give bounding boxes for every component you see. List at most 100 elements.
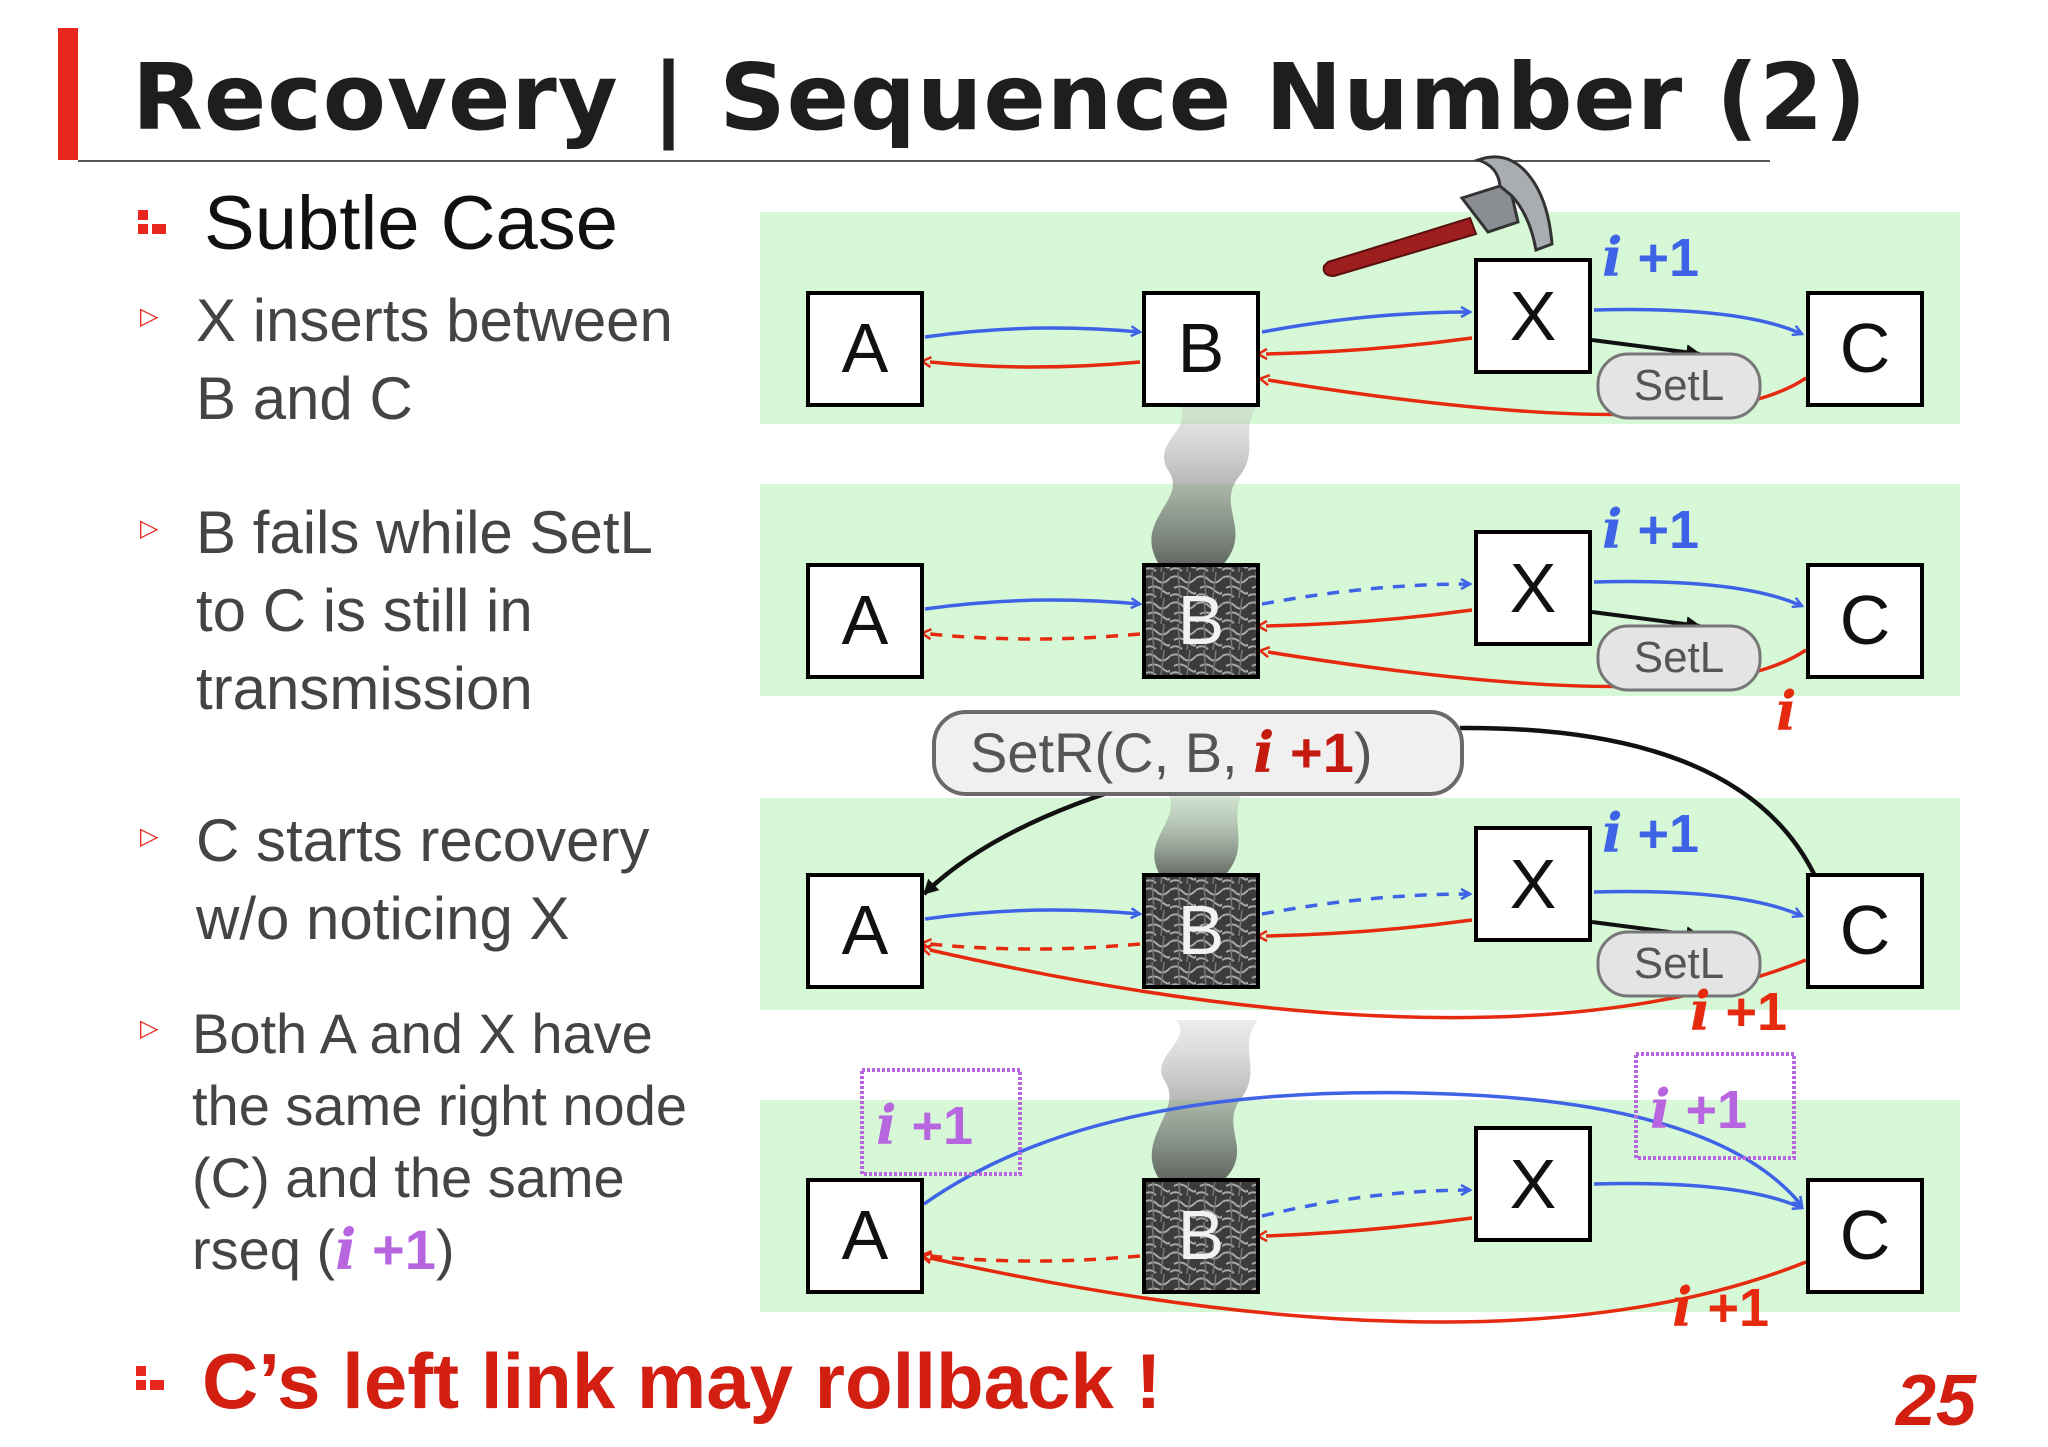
node-a-label: A bbox=[842, 1196, 889, 1274]
setl-label: SetL bbox=[1634, 633, 1725, 682]
bullet-1-line-2: B and C bbox=[196, 365, 413, 432]
link-b-a bbox=[930, 362, 1141, 369]
bullet-4-line-3: (C) and the same bbox=[192, 1146, 625, 1209]
seq-box-a bbox=[860, 1068, 1022, 1176]
seq-label-blue: i +1 bbox=[1602, 225, 1699, 289]
smoke-plume-3 bbox=[1151, 1020, 1258, 1180]
title-divider bbox=[78, 160, 1770, 162]
link-x-b bbox=[1266, 918, 1473, 936]
node-a bbox=[806, 873, 924, 989]
node-x-label: X bbox=[1510, 277, 1557, 355]
setr-pill bbox=[932, 710, 1464, 796]
panel-2-nodes: A B X C SetL i +1 i bbox=[806, 497, 1924, 743]
link-b-x-broken bbox=[1261, 894, 1470, 916]
link-x-b bbox=[1266, 336, 1473, 354]
node-a-label: A bbox=[842, 581, 889, 659]
setr-message-arrow bbox=[1459, 725, 1817, 876]
node-a-label: A bbox=[842, 309, 889, 387]
bullet-2-line-1: B fails while SetL bbox=[196, 499, 653, 566]
triangle-bullet-icon: ▷ bbox=[140, 1015, 159, 1042]
bullet-4-line-4: rseq (i +1) bbox=[192, 1214, 687, 1286]
node-x-label: X bbox=[1510, 845, 1557, 923]
node-c bbox=[1806, 563, 1924, 679]
link-a-b bbox=[924, 600, 1140, 611]
link-x-c bbox=[1593, 889, 1802, 917]
bullet-3-line-2: w/o noticing X bbox=[196, 885, 570, 952]
setl-label: SetL bbox=[1634, 939, 1725, 988]
seq-label-red: i +1 bbox=[1690, 979, 1787, 1043]
seq-box-x bbox=[1634, 1052, 1796, 1160]
link-x-c bbox=[1593, 579, 1802, 607]
bullet-2-line-3: transmission bbox=[196, 655, 533, 722]
node-c-label: C bbox=[1840, 309, 1891, 387]
panel-4-links bbox=[922, 1090, 1807, 1324]
seq-label-blue: i +1 bbox=[1602, 497, 1699, 561]
node-c bbox=[1806, 291, 1924, 407]
node-c bbox=[1806, 873, 1924, 989]
link-b-a-broken bbox=[930, 634, 1141, 641]
square-bullet-icon bbox=[136, 1366, 166, 1396]
link-x-c bbox=[1593, 307, 1802, 335]
link-b-x bbox=[1261, 312, 1470, 334]
setl-pill bbox=[1596, 352, 1762, 420]
node-x bbox=[1474, 258, 1592, 374]
setl-label: SetL bbox=[1634, 361, 1725, 410]
rseq-prefix: rseq ( bbox=[192, 1218, 336, 1281]
node-b-label: B bbox=[1178, 1196, 1225, 1274]
node-a bbox=[806, 563, 924, 679]
setl-pill bbox=[1596, 624, 1762, 692]
seq-label-red: i bbox=[1776, 679, 1797, 743]
node-b-label: B bbox=[1178, 891, 1225, 969]
node-b-label: B bbox=[1178, 581, 1225, 659]
panel-3 bbox=[760, 798, 1960, 1010]
link-b-x-broken bbox=[1261, 584, 1470, 606]
panel-1-nodes: A B X C SetL i +1 bbox=[806, 225, 1924, 420]
link-x-c bbox=[1593, 1181, 1802, 1209]
bullet-3: C starts recovery w/o noticing X bbox=[196, 802, 649, 958]
node-x bbox=[1474, 530, 1592, 646]
setr-label: SetR(C, B, i +1) bbox=[970, 720, 1373, 786]
rseq-i: i bbox=[335, 1217, 357, 1283]
triangle-bullet-icon: ▷ bbox=[140, 515, 159, 542]
node-c-label: C bbox=[1840, 581, 1891, 659]
subhead: Subtle Case bbox=[204, 181, 619, 266]
link-x-b bbox=[1266, 608, 1473, 626]
link-x-b bbox=[1266, 1216, 1473, 1236]
seq-label-blue: i +1 bbox=[1602, 801, 1699, 865]
bullet-4-line-1: Both A and X have bbox=[192, 1002, 653, 1065]
square-bullet-icon bbox=[138, 210, 168, 240]
node-c bbox=[1806, 1178, 1924, 1294]
conclusion: C’s left link may rollback ! bbox=[202, 1337, 1162, 1425]
seq-label-purple-x: i +1 bbox=[1650, 1077, 1747, 1141]
smoke-plume-2 bbox=[1154, 790, 1244, 878]
link-a-c bbox=[922, 1090, 1802, 1206]
node-b-failed bbox=[1142, 563, 1260, 679]
panel-4-nodes: A B X C i +1 i +1 i +1 bbox=[806, 1052, 1924, 1339]
node-b-label: B bbox=[1178, 309, 1225, 387]
panel-1-links bbox=[925, 307, 1807, 417]
node-a bbox=[806, 1178, 924, 1294]
link-a-b bbox=[924, 910, 1140, 921]
title-accent-bar bbox=[58, 28, 78, 160]
node-a bbox=[806, 291, 924, 407]
node-b-failed bbox=[1142, 1178, 1260, 1294]
bullet-4: Both A and X have the same right node (C… bbox=[192, 998, 687, 1286]
node-b bbox=[1142, 291, 1260, 407]
rseq-suffix: ) bbox=[435, 1218, 455, 1281]
node-c-label: C bbox=[1840, 1196, 1891, 1274]
setl-pill bbox=[1596, 930, 1762, 998]
link-b-x-broken bbox=[1261, 1190, 1470, 1218]
triangle-bullet-icon: ▷ bbox=[140, 303, 159, 330]
hammer-icon bbox=[1322, 155, 1554, 278]
bullet-2-line-2: to C is still in bbox=[196, 577, 533, 644]
page-number: 25 bbox=[1896, 1361, 1977, 1441]
slide-title: Recovery | Sequence Number (2) bbox=[132, 44, 1868, 151]
link-b-a-broken bbox=[930, 944, 1141, 951]
bullet-4-line-2: the same right node bbox=[192, 1074, 687, 1137]
node-x-label: X bbox=[1510, 549, 1557, 627]
panel-3-nodes: A B X C SetL i +1 i +1 bbox=[806, 801, 1924, 1043]
node-x-label: X bbox=[1510, 1145, 1557, 1223]
link-b-a-broken bbox=[930, 1256, 1141, 1263]
smoke-plume-1 bbox=[1151, 400, 1262, 566]
